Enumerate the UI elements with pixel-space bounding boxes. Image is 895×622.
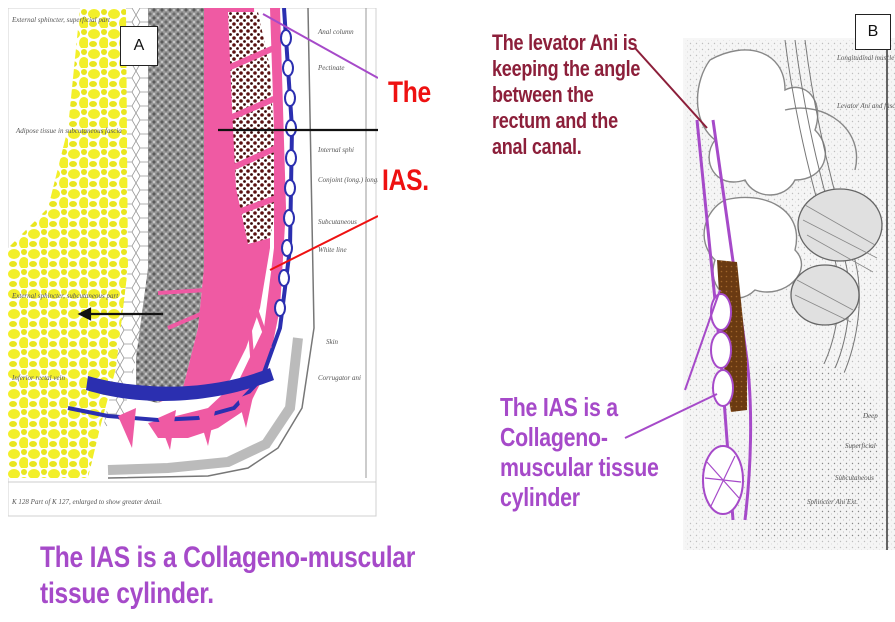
panel-a-caption: The IAS is a Collageno-muscular tissue c… — [40, 540, 425, 612]
label-corrugator-ani: Corrugator ani — [318, 374, 361, 382]
label-skin: Skin — [326, 338, 339, 346]
figure-caption: K 128 Part of K 127, enlarged to show gr… — [11, 498, 162, 506]
label-pectinate: Pectinate — [317, 64, 344, 72]
label-anal-columns: Anal column — [317, 28, 354, 36]
label-inferior-rectal-vein: Inferior rectal vein — [11, 374, 66, 382]
label-conjoint-longitudinal: Conjoint (long.) longitudinal — [318, 176, 378, 184]
label-superficial: Superficial — [845, 442, 876, 450]
levator-ani-annotation: The levator Ani is keeping the angle bet… — [492, 30, 656, 160]
panel-a-diagram: External sphincter, superficial part Adi… — [8, 8, 378, 518]
label-deep: Deep — [862, 412, 878, 420]
label-adipose-tissue: Adipose tissue in subcutaneous fascia — [15, 127, 122, 135]
label-external-sphincter-superficial: External sphincter, superficial part — [11, 16, 111, 24]
label-subcutaneous: Subcutaneous — [318, 218, 357, 226]
label-sphincter-ani-externus: Sphincter Ani Ext. — [807, 498, 858, 506]
label-internal-sphincter: Internal sphi — [317, 146, 354, 154]
panel-b-letter: B — [855, 14, 891, 50]
label-external-sphincter-subcutaneous: External sphincter, subcutaneous part — [11, 292, 119, 300]
the-label: The — [388, 76, 431, 110]
external-sphincter-ovals — [711, 294, 733, 406]
panel-a-letter: A — [120, 26, 158, 66]
label-subcutaneous-b: Subcutaneous — [835, 474, 874, 482]
label-white-line: White line — [318, 246, 347, 254]
label-longitudinal-muscle: Longitudinal muscle coat — [836, 54, 895, 62]
ias-label: IAS. — [382, 164, 429, 198]
panel-b-caption: The IAS is a Collageno-muscular tissue c… — [500, 392, 664, 512]
label-levator-ani-fascia: Levator Ani and fascia — [836, 102, 895, 110]
